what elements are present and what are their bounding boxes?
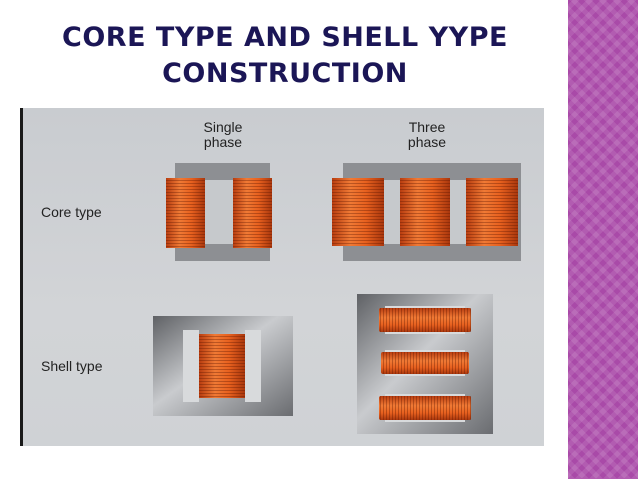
coil-b-winding (400, 178, 450, 246)
column-header-line-1: Three (408, 119, 446, 135)
column-header-line-1: Single (203, 119, 243, 135)
slide-title-line-2: CONSTRUCTION (162, 58, 408, 89)
coil-c-winding (466, 178, 518, 246)
coil-left-winding (166, 178, 205, 248)
shell-coil-middle-winding (381, 352, 469, 374)
column-header-single-phase: Single phase (173, 120, 273, 150)
slide-title-line-1: CORE TYPE AND SHELL YYPE (62, 22, 508, 53)
shell-coil-winding (199, 334, 245, 398)
shell-window-right (245, 330, 261, 402)
column-header-line-2: phase (407, 134, 447, 150)
row-label-core-type: Core type (41, 204, 102, 220)
coil-a-winding (332, 178, 384, 246)
single-phase-core-type (166, 163, 272, 261)
three-phase-shell-type (357, 294, 493, 434)
row-label-shell-type: Shell type (41, 358, 103, 374)
coil-right-winding (233, 178, 272, 248)
transformer-construction-figure: Single phase Three phase Core type Shell… (20, 108, 544, 446)
shell-window-left (183, 330, 199, 402)
column-header-three-phase: Three phase (377, 120, 477, 150)
transformer-diagram (153, 163, 521, 434)
three-phase-core-type (332, 163, 521, 261)
slide-title: CORE TYPE AND SHELL YYPE CONSTRUCTION (0, 20, 570, 92)
shell-coil-top-winding (379, 308, 471, 332)
shell-coil-bottom-winding (379, 396, 471, 420)
decorative-side-bar (568, 0, 638, 479)
column-header-line-2: phase (203, 134, 243, 150)
single-phase-shell-type (153, 316, 293, 416)
